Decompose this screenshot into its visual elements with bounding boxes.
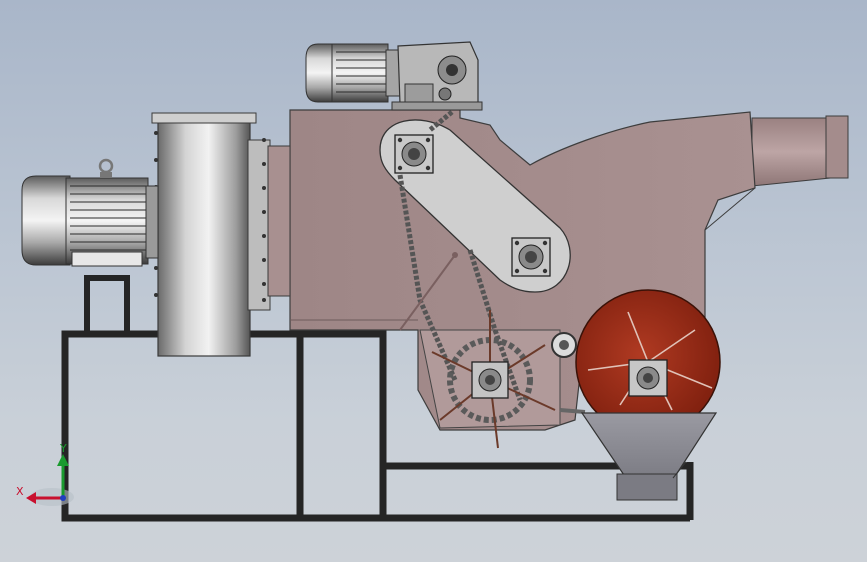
idler-wheel[interactable] (551, 332, 586, 414)
chain-sprocket-lower[interactable] (399, 252, 556, 449)
fan-motor-stand (84, 275, 130, 334)
drive-chain (397, 110, 523, 401)
centrifugal-fan[interactable] (151, 112, 291, 357)
x-axis-label: X (16, 485, 24, 498)
z-axis-dot (60, 495, 66, 501)
y-axis-label: Y (59, 442, 67, 455)
middle-bearing (511, 237, 551, 277)
left-fan-motor[interactable] (21, 158, 159, 267)
outlet-duct[interactable] (751, 115, 849, 187)
feed-drum[interactable] (575, 289, 721, 435)
coordinate-triad[interactable]: Y X (16, 442, 74, 506)
upper-bearing (394, 134, 434, 174)
discharge-hopper[interactable] (580, 412, 718, 501)
top-gear-motor[interactable] (305, 41, 483, 111)
